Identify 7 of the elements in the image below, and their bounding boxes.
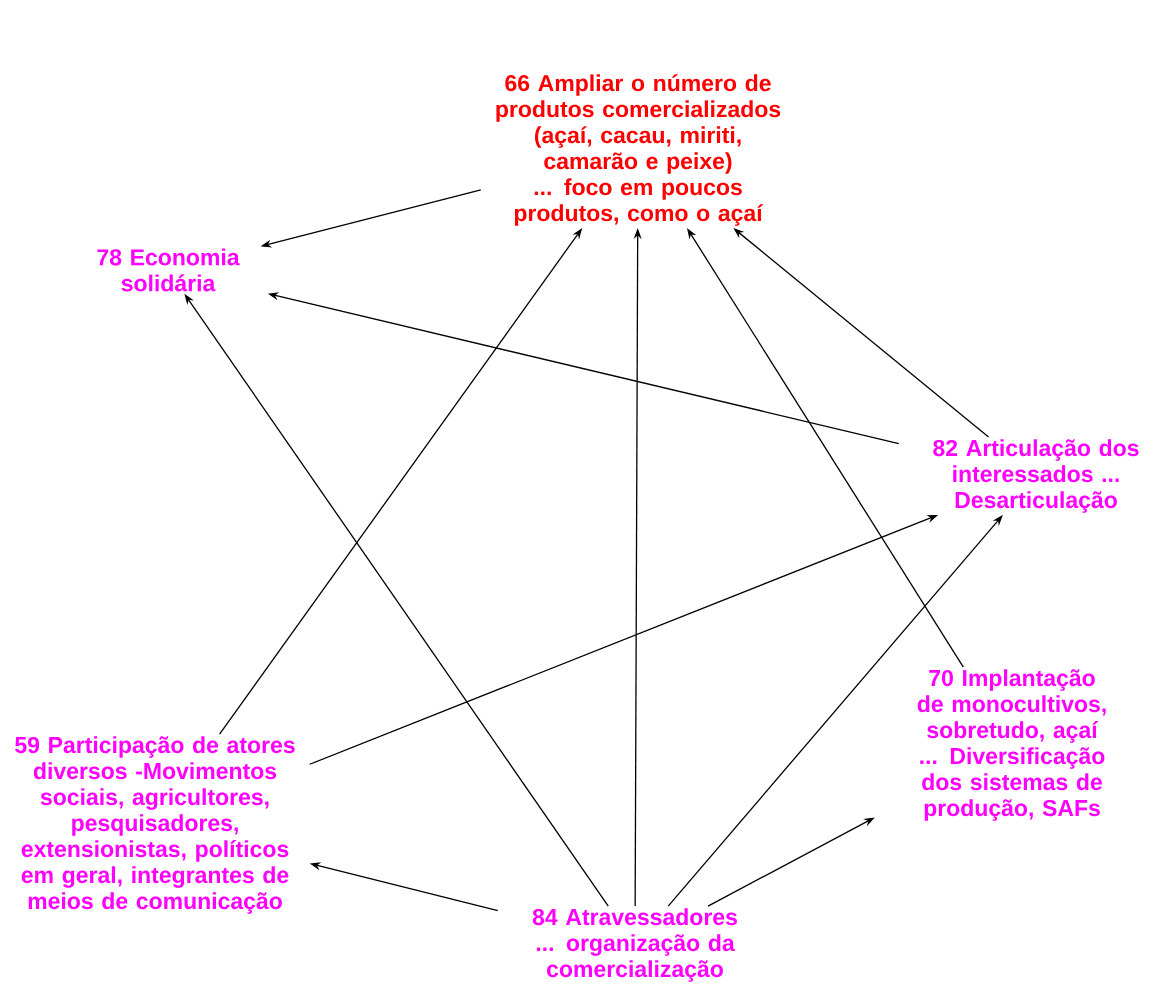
node-text: 59 Participação de atores diversos -Movimentos sociais, agricultores, pesquisadores, extensionistas, políticos em geral, integrantes de meios de comunicação (15, 736, 295, 914)
node-text: 66 Ampliar o número de produtos comercializados (açaí, cacau, miriti, camarão e peixe) ... foco em poucos produtos, como o açaí (496, 74, 781, 226)
node-text: 70 Implantação de monocultivos, sobretudo, açaí ... Diversificação dos sistemas de produção, SAFs (917, 669, 1106, 821)
node-text: 84 Atravessadores ... organização da comercialização (532, 908, 737, 982)
arrow (687, 228, 964, 668)
node-text: 78 Economia solidária (97, 248, 240, 292)
node-text: 82 Articulação dos interessados ... Desarticulação (933, 439, 1139, 513)
